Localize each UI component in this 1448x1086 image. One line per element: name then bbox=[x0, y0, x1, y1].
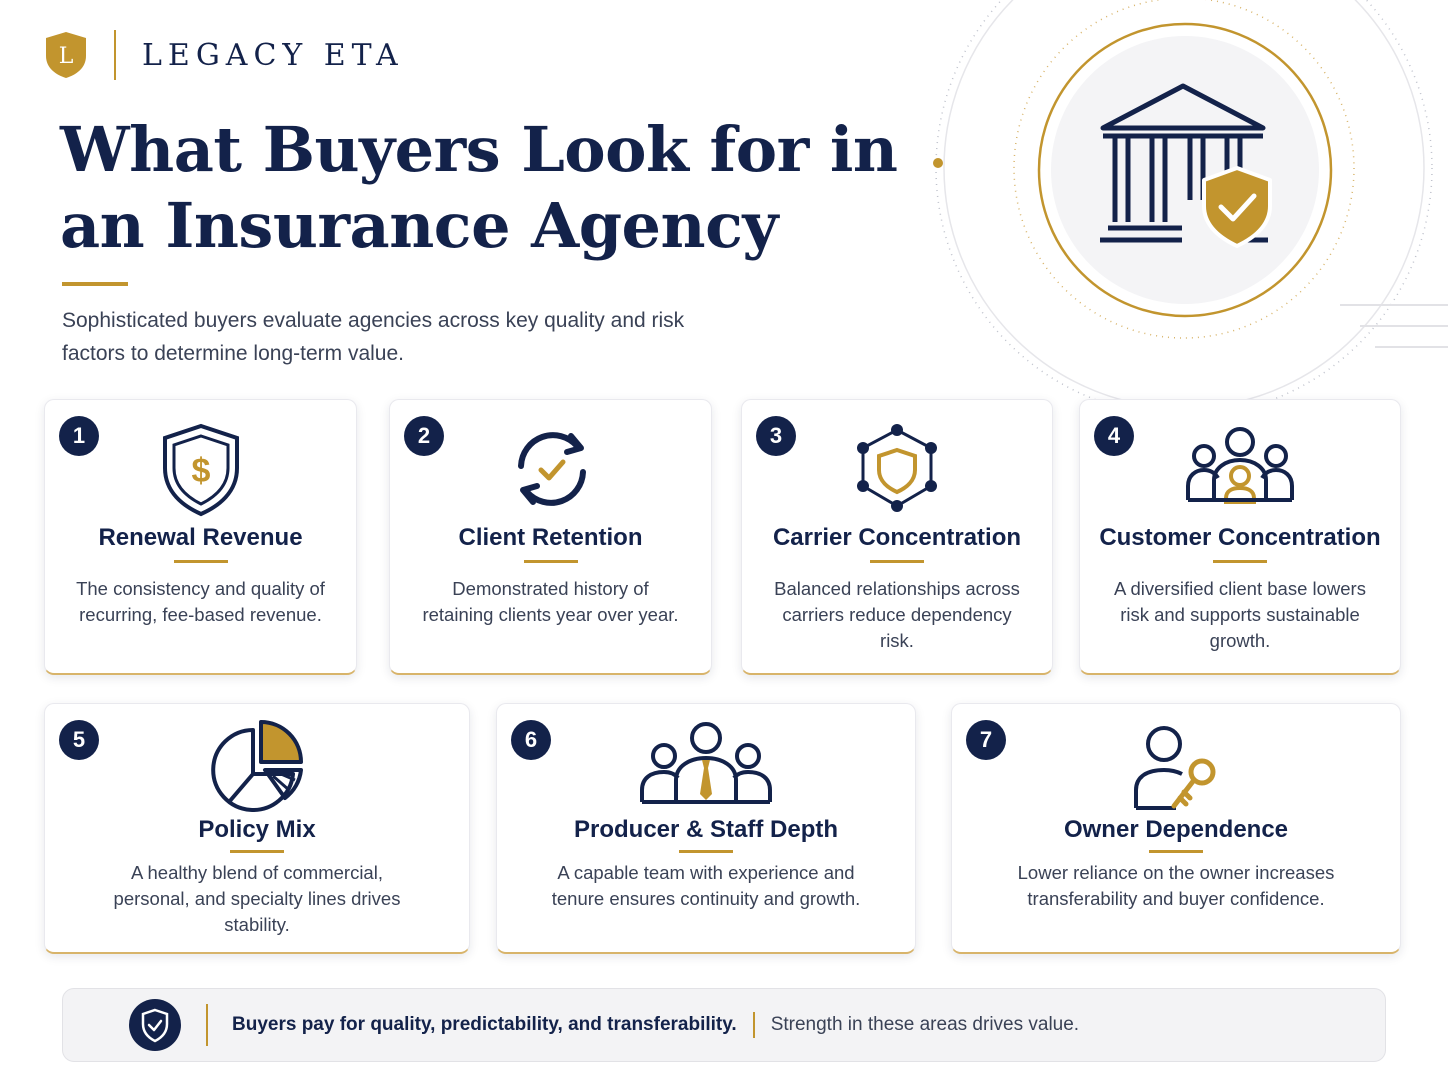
card-title: Producer & Staff Depth bbox=[573, 816, 839, 843]
refresh-check-icon bbox=[517, 432, 586, 506]
footer-banner: Buyers pay for quality, predictability, … bbox=[62, 988, 1386, 1062]
card-number: 3 bbox=[756, 416, 796, 456]
pie-chart-icon bbox=[211, 720, 303, 812]
page-title: What Buyers Look for in an Insurance Age… bbox=[60, 113, 898, 262]
people-group-icon bbox=[1186, 427, 1294, 504]
network-shield-icon bbox=[857, 424, 937, 512]
card-title: Renewal Revenue bbox=[98, 524, 303, 551]
person-key-icon bbox=[1134, 726, 1216, 810]
card-number: 5 bbox=[59, 720, 99, 760]
svg-text:$: $ bbox=[191, 452, 210, 490]
shield-dollar-icon: $ bbox=[162, 423, 239, 517]
card-description: A healthy blend of commercial, personal,… bbox=[113, 862, 401, 935]
card-description: A capable team with experience and tenur… bbox=[551, 862, 861, 909]
card-description: Lower reliance on the owner increases tr… bbox=[1017, 862, 1335, 909]
card-title-underline bbox=[523, 560, 578, 563]
card-number: 7 bbox=[966, 720, 1006, 760]
card-number: 2 bbox=[404, 416, 444, 456]
bank-shield-check-icon bbox=[1100, 83, 1272, 248]
card-title: Client Retention bbox=[458, 524, 643, 551]
banner-divider bbox=[752, 1012, 755, 1038]
page-subtitle: Sophisticated buyers evaluate agencies a… bbox=[62, 309, 685, 365]
brand-logo: L LEGACY ETA bbox=[44, 30, 404, 80]
brand-name: LEGACY ETA bbox=[142, 37, 404, 73]
card-title: Carrier Concentration bbox=[772, 524, 1022, 551]
card-number: 6 bbox=[511, 720, 551, 760]
card-number: 4 bbox=[1094, 416, 1134, 456]
team-tie-icon bbox=[640, 722, 772, 804]
card-title-underline bbox=[1213, 560, 1267, 563]
card-title-underline bbox=[173, 560, 228, 563]
card-description: A diversified client base lowers risk an… bbox=[1114, 578, 1366, 651]
card-title: Policy Mix bbox=[198, 816, 316, 843]
card-number: 1 bbox=[59, 416, 99, 456]
card-description: Demonstrated history of retaining client… bbox=[422, 578, 679, 625]
hero-graphic bbox=[933, 0, 1448, 400]
card-description: The consistency and quality of recurring… bbox=[76, 578, 325, 625]
shield-check-icon bbox=[129, 999, 181, 1051]
title-underline bbox=[62, 282, 128, 286]
card-title: Owner Dependence bbox=[1063, 816, 1289, 843]
logo-divider bbox=[114, 30, 116, 80]
card-title-underline bbox=[230, 850, 284, 853]
card-title-underline bbox=[1149, 850, 1203, 853]
card-description: Balanced relationships across carriers r… bbox=[774, 578, 1020, 651]
logo-letter: L bbox=[59, 44, 74, 69]
card-customer-concentration: 4 Customer Concentration A diversified c… bbox=[1079, 399, 1401, 675]
card-producer-staff-depth: 6 Producer & Staff Depth A capable team … bbox=[496, 703, 916, 954]
card-title-underline bbox=[679, 850, 733, 853]
footer-note: Strength in these areas drives value. bbox=[770, 1014, 1080, 1035]
footer-statement: Buyers pay for quality, predictability, … bbox=[232, 1014, 737, 1035]
card-policy-mix: 5 Policy Mix A healthy blend of commerci… bbox=[44, 703, 470, 954]
card-owner-dependence: 7 Owner Dependence Lower reliance on the… bbox=[951, 703, 1401, 954]
card-client-retention: 2 Client Retention Demonstrated history … bbox=[389, 399, 712, 675]
card-renewal-revenue: 1 $ Renewal Revenue The consistency and … bbox=[44, 399, 357, 675]
card-carrier-concentration: 3 Carrier Concentration Balanced relatio… bbox=[741, 399, 1053, 675]
card-title: Customer Concentration bbox=[1099, 524, 1381, 551]
logo-shield-icon: L bbox=[46, 32, 86, 78]
card-title-underline bbox=[870, 560, 924, 563]
banner-divider bbox=[206, 1004, 208, 1046]
